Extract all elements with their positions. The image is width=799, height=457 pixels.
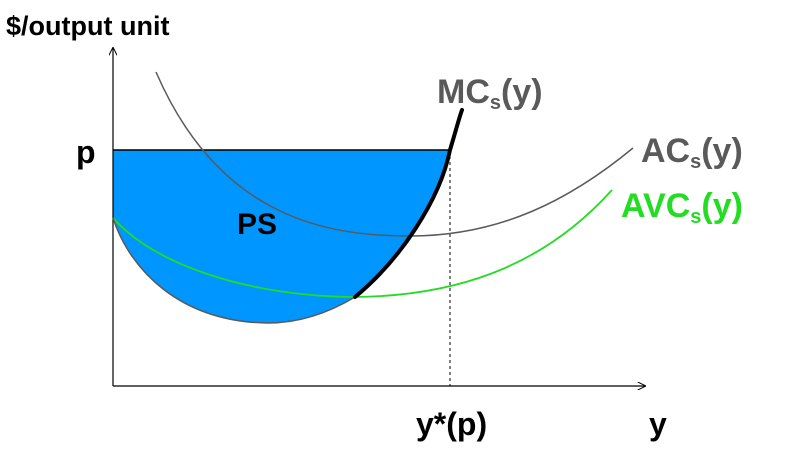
supply-curve [353, 108, 464, 299]
quantity-marker-label: y*(p) [416, 406, 487, 442]
producer-surplus-label: PS [237, 208, 277, 241]
ac-curve [155, 71, 634, 237]
price-label: p [76, 134, 96, 170]
avc-curve [112, 189, 613, 298]
avc-curve-label: AVCs(y) [621, 187, 743, 228]
mc-curve-lower [112, 217, 356, 324]
producer-surplus-area [113, 150, 450, 323]
y-axis-title: $/output unit [6, 11, 169, 41]
x-axis-title: y [649, 406, 667, 442]
ac-curve-label: ACs(y) [641, 132, 743, 173]
mc-curve-label: MCs(y) [437, 73, 543, 114]
